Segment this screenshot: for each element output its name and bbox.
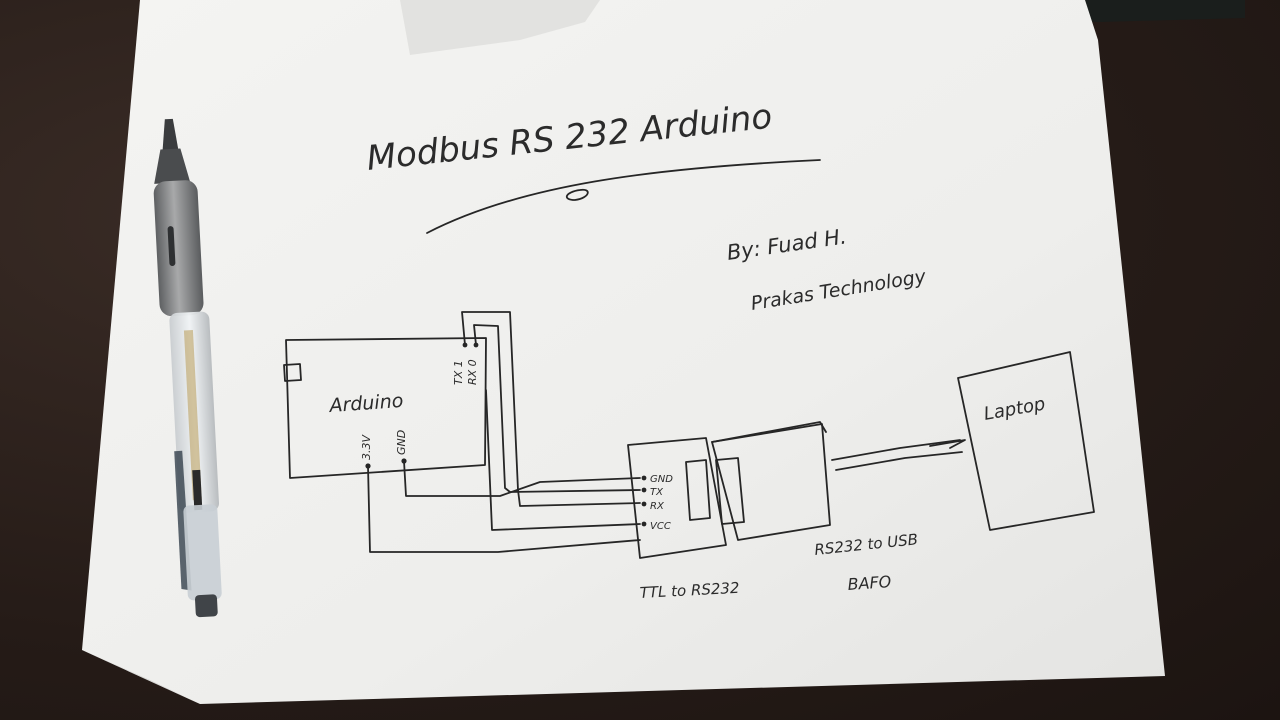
arduino-pin-33v: 3.3V <box>360 434 373 460</box>
usb-adapter-body <box>711 423 831 541</box>
arduino-label: Arduino <box>327 390 404 417</box>
pen-ink-dark <box>192 469 203 511</box>
ttl-pin-dot-tx <box>641 487 647 493</box>
usb-cable-bottom <box>835 451 963 471</box>
wire-33v <box>367 465 641 553</box>
wire-rx-to-tx <box>473 324 641 493</box>
usb-cable-top <box>831 439 961 461</box>
arduino-pin-gnd: GND <box>395 430 408 455</box>
pen-end-tip <box>194 594 218 618</box>
usb-cable-arrow <box>929 439 966 449</box>
pen-tip <box>162 118 179 152</box>
ttl-pin-dot-gnd <box>641 475 647 481</box>
wire-tx-to-rx <box>461 311 641 507</box>
title-underline-loop <box>566 188 589 201</box>
laptop-box <box>957 351 1095 531</box>
wire-gnd <box>403 460 641 497</box>
arduino-usb-port <box>283 363 302 382</box>
pen-ink-tube <box>183 330 202 501</box>
ttl-module-box <box>627 437 727 559</box>
ttl-pin-dot-rx <box>641 501 647 507</box>
paper-curl <box>82 650 200 704</box>
pen-grip <box>153 180 204 317</box>
ttl-pin-vcc: VCC <box>650 521 671 532</box>
title-underline <box>426 159 821 234</box>
arduino-pin-tx: TX 1 <box>452 360 465 385</box>
ttl-pin-gnd: GND <box>650 474 673 485</box>
ttl-db9-connector <box>685 459 711 521</box>
ttl-pin-dot-vcc <box>641 521 647 527</box>
paper-fold <box>400 0 600 55</box>
pen-end <box>183 504 222 601</box>
paper-sheet <box>82 0 1165 704</box>
usb-adapter-db9 <box>715 457 745 525</box>
arduino-pin-rx: RX 0 <box>466 359 479 385</box>
wire-vcc <box>485 389 641 531</box>
usb-adapter-ridge <box>711 421 827 443</box>
arduino-board <box>285 337 487 479</box>
usb-adapter-note: BAFO <box>847 572 892 594</box>
pen <box>153 118 222 618</box>
ttl-module-label: TTL to RS232 <box>639 579 740 602</box>
pen-grip-slot <box>167 226 176 267</box>
ttl-pin-rx: RX <box>650 501 665 512</box>
ttl-pin-tx: TX <box>650 487 664 498</box>
pen-cone <box>154 148 191 184</box>
